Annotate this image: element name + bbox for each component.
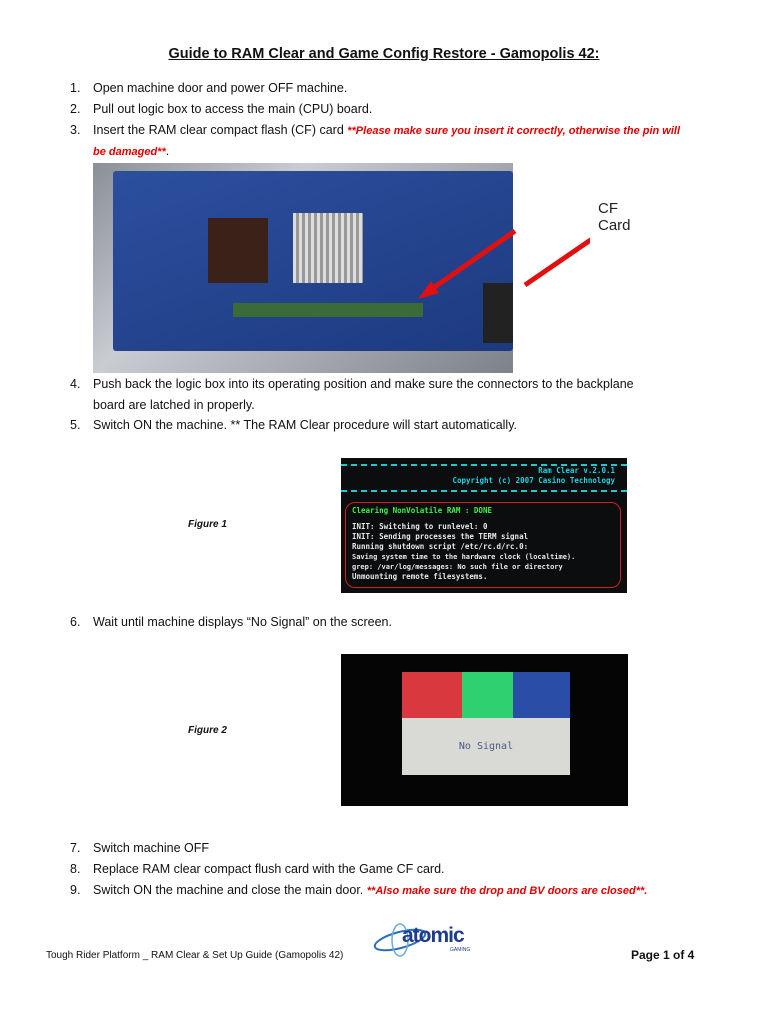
atomic-gaming-logo: atomic GAMING bbox=[372, 922, 487, 958]
step-3-warning: **Please make sure you insert it correct… bbox=[347, 125, 681, 137]
step-number: 1. bbox=[70, 81, 81, 95]
cpu-heatsink bbox=[208, 218, 268, 283]
step-number: 6. bbox=[70, 615, 81, 629]
no-signal-message: No Signal bbox=[402, 718, 570, 775]
step-8: Replace RAM clear compact flush card wit… bbox=[93, 862, 445, 876]
step-5: Switch ON the machine. ** The RAM Clear … bbox=[93, 418, 518, 432]
screen-header-2: Copyright (c) 2007 Casino Technology bbox=[452, 476, 615, 485]
red-arrow-icon bbox=[418, 228, 590, 299]
screen-line: Unmounting remote filesystems. bbox=[352, 572, 488, 581]
step-3-cont: be damaged**. bbox=[93, 144, 169, 158]
step-9-text: Switch ON the machine and close the main… bbox=[93, 883, 367, 897]
cf-card-callout: CF Card bbox=[598, 200, 631, 234]
step-number: 7. bbox=[70, 841, 81, 855]
cpu-board-photo: CF Card bbox=[93, 163, 631, 373]
screen-line: Saving system time to the hardware clock… bbox=[352, 553, 576, 561]
step-3: Insert the RAM clear compact flash (CF) … bbox=[93, 123, 680, 137]
blue-bar bbox=[513, 672, 570, 718]
cf-slot bbox=[483, 283, 513, 343]
green-bar bbox=[462, 672, 513, 718]
step-number: 5. bbox=[70, 418, 81, 432]
red-bar bbox=[402, 672, 462, 718]
figure-2-label: Figure 2 bbox=[188, 725, 227, 736]
logo-subtext: GAMING bbox=[450, 947, 471, 953]
step-3-warning-cont: be damaged** bbox=[93, 146, 166, 158]
heatsink bbox=[293, 213, 363, 283]
screen-status: Clearing NonVolatile RAM : DONE bbox=[352, 506, 492, 515]
figure-1-ram-clear-screen: Ram Clear v.2.0.1 Copyright (c) 2007 Cas… bbox=[341, 458, 627, 593]
screen-line: Running shutdown script /etc/rc.d/rc.0: bbox=[352, 542, 529, 551]
step-9-warning: **Also make sure the drop and BV doors a… bbox=[366, 885, 648, 897]
page-title: Guide to RAM Clear and Game Config Resto… bbox=[168, 46, 600, 62]
figure-2-no-signal-screen: No Signal bbox=[341, 654, 628, 806]
step-1: Open machine door and power OFF machine. bbox=[93, 81, 348, 95]
screen-line: INIT: Switching to runlevel: 0 bbox=[352, 522, 488, 531]
period: . bbox=[165, 144, 170, 158]
ram-stick bbox=[233, 303, 423, 317]
step-number: 4. bbox=[70, 377, 81, 391]
step-number: 3. bbox=[70, 123, 81, 137]
screen-line: INIT: Sending processes the TERM signal bbox=[352, 532, 529, 541]
screen-line: grep: /var/log/messages: No such file or… bbox=[352, 563, 563, 571]
footer-doc-title: Tough Rider Platform _ RAM Clear & Set U… bbox=[46, 950, 344, 961]
figure-1-label: Figure 1 bbox=[188, 519, 227, 530]
step-number: 9. bbox=[70, 883, 81, 897]
step-7: Switch machine OFF bbox=[93, 841, 210, 855]
step-6: Wait until machine displays “No Signal” … bbox=[93, 615, 392, 629]
step-number: 2. bbox=[70, 102, 81, 116]
step-4-cont: board are latched in properly. bbox=[93, 398, 255, 412]
logo-text: atomic bbox=[402, 924, 465, 947]
screen-header-1: Ram Clear v.2.0.1 bbox=[538, 466, 615, 475]
step-3-text: Insert the RAM clear compact flash (CF) … bbox=[93, 123, 348, 137]
step-2: Pull out logic box to access the main (C… bbox=[93, 102, 373, 116]
step-number: 8. bbox=[70, 862, 81, 876]
step-4: Push back the logic box into its operati… bbox=[93, 377, 634, 391]
atom-orbit-icon bbox=[373, 923, 427, 957]
page-number: Page 1 of 4 bbox=[631, 948, 695, 962]
step-9: Switch ON the machine and close the main… bbox=[93, 883, 647, 897]
